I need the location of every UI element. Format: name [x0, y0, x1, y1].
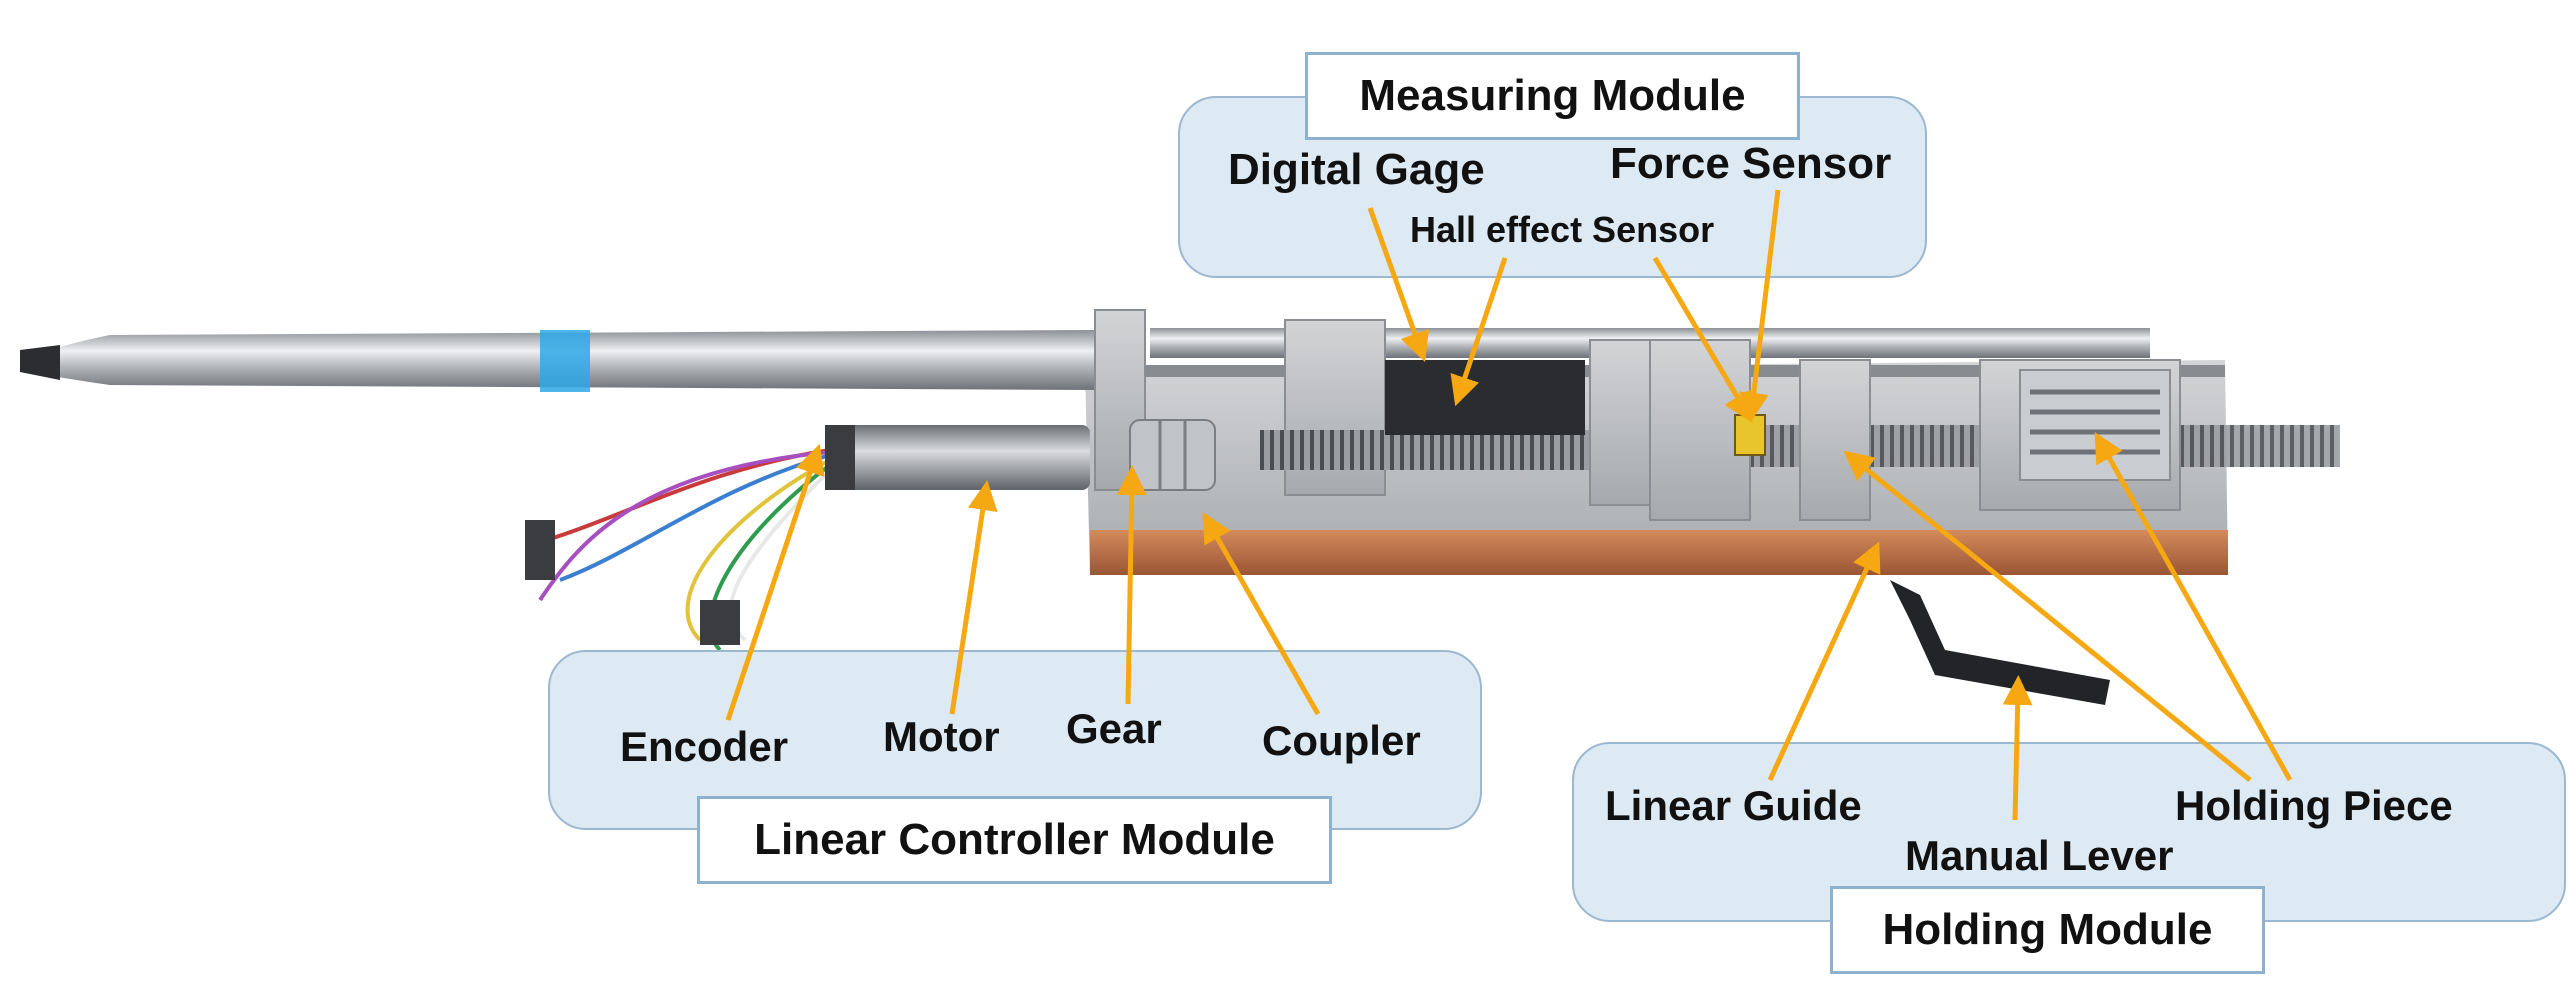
gear-label: Gear — [1066, 705, 1162, 752]
holding-blocks — [1799, 359, 2181, 521]
coupler-body — [1129, 419, 1216, 491]
digital-gage-label: Digital Gage — [1228, 145, 1485, 194]
holding-piece-label: Holding Piece — [2175, 782, 2453, 829]
encoder-label: Encoder — [620, 723, 789, 770]
coupler-label: Coupler — [1262, 717, 1421, 764]
manual-lever-label: Manual Lever — [1905, 832, 2174, 879]
force-sensor-body — [1734, 414, 1766, 456]
force-sensor-label: Force Sensor — [1610, 139, 1892, 188]
hall-sensor-label: Hall effect Sensor — [1410, 209, 1715, 250]
motor-body — [825, 425, 1090, 490]
linear-guide-label: Linear Guide — [1605, 782, 1862, 829]
linear-controller-title: Linear Controller Module — [697, 796, 1332, 884]
manual-lever — [1890, 580, 2110, 705]
motor-label: Motor — [883, 713, 1000, 760]
wire-bundle — [525, 448, 832, 652]
holding-module-title: Holding Module — [1830, 886, 2265, 974]
measuring-module-title: Measuring Module — [1305, 52, 1800, 140]
